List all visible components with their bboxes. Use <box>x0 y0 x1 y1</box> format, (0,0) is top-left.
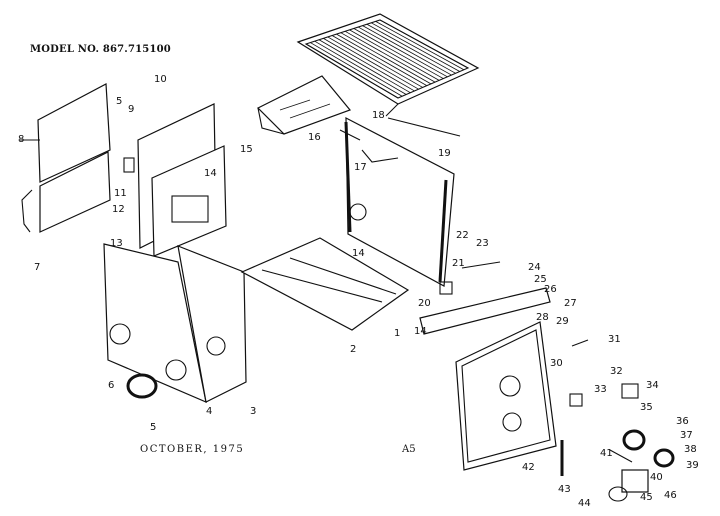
callout-11: 11 <box>114 188 127 199</box>
callout-39: 39 <box>686 460 699 471</box>
callout-40: 40 <box>650 472 663 483</box>
callout-23: 23 <box>476 238 489 249</box>
grille-slat <box>305 43 399 99</box>
callout-6: 6 <box>108 380 114 391</box>
callout-42: 42 <box>522 462 535 473</box>
callout-46: 46 <box>664 490 677 501</box>
grille-slat <box>349 29 440 81</box>
callout-15: 15 <box>240 144 253 155</box>
grille-slat <box>344 30 436 83</box>
callout-26: 26 <box>544 284 557 295</box>
callout-13: 13 <box>110 238 123 249</box>
bracket-rails <box>419 261 551 335</box>
callout-43: 43 <box>558 484 571 495</box>
grille-slat <box>310 42 403 97</box>
callout-18: 18 <box>372 110 385 121</box>
callout-14-c: 14 <box>414 326 427 337</box>
callout-12: 12 <box>112 204 125 215</box>
grille-slat <box>323 38 415 92</box>
callout-10: 10 <box>154 74 167 85</box>
grille-slat <box>358 26 448 78</box>
blower-assembly <box>569 383 675 502</box>
callout-30: 30 <box>550 358 563 369</box>
callout-35: 35 <box>640 402 653 413</box>
callout-45: 45 <box>640 492 653 503</box>
callout-3: 3 <box>250 406 256 417</box>
callout-37: 37 <box>680 430 693 441</box>
model-number: MODEL NO. 867.715100 <box>30 44 171 55</box>
callout-20: 20 <box>418 298 431 309</box>
page-code: A5 <box>402 444 416 455</box>
back-panel <box>455 321 564 476</box>
callout-29: 29 <box>556 316 569 327</box>
callout-36: 36 <box>676 416 689 427</box>
door-panels <box>21 83 111 233</box>
callout-24: 24 <box>528 262 541 273</box>
grille-slat <box>379 19 469 69</box>
front-frame <box>123 103 227 257</box>
bottom-tray <box>240 237 410 331</box>
callout-27: 27 <box>564 298 577 309</box>
callout-44: 44 <box>578 498 591 509</box>
callout-17: 17 <box>354 162 367 173</box>
grille-slat <box>314 40 407 95</box>
callout-8: 8 <box>18 134 24 145</box>
grille-slat <box>371 22 460 72</box>
callout-1: 1 <box>394 328 400 339</box>
callout-22: 22 <box>456 230 469 241</box>
grille-slat <box>340 32 432 85</box>
callout-5-b: 5 <box>116 96 122 107</box>
callout-16: 16 <box>308 132 321 143</box>
grille-slat <box>318 39 411 94</box>
callout-34: 34 <box>646 380 659 391</box>
callout-28: 28 <box>536 312 549 323</box>
revision-date: OCTOBER, 1975 <box>140 444 245 455</box>
callout-4: 4 <box>206 406 212 417</box>
callout-19: 19 <box>438 148 451 159</box>
callout-14-b: 14 <box>352 248 365 259</box>
baffle-panel <box>256 75 352 135</box>
callout-32: 32 <box>610 366 623 377</box>
rear-cabinet <box>344 117 455 287</box>
grille-slat <box>336 33 428 86</box>
callout-7: 7 <box>34 262 40 273</box>
grille-slat <box>362 25 452 76</box>
grille-slat <box>331 35 423 88</box>
callout-41: 41 <box>600 448 613 459</box>
top-grille <box>296 13 480 105</box>
callout-38: 38 <box>684 444 697 455</box>
callout-2: 2 <box>350 344 356 355</box>
callout-21: 21 <box>452 258 465 269</box>
grille-slat <box>327 36 419 90</box>
grille-slat <box>353 28 444 79</box>
callout-9: 9 <box>128 104 134 115</box>
callout-33: 33 <box>594 384 607 395</box>
callout-5: 5 <box>150 422 156 433</box>
callout-14-a: 14 <box>204 168 217 179</box>
grille-slat <box>375 21 465 71</box>
callout-25: 25 <box>534 274 547 285</box>
callout-31: 31 <box>608 334 621 345</box>
leader-lines <box>20 103 633 463</box>
callout-labels: 1 2 3 4 5 6 7 8 9 10 11 12 13 14 14 14 1… <box>18 74 699 509</box>
grille-slat <box>366 23 456 74</box>
side-panels <box>103 243 247 404</box>
